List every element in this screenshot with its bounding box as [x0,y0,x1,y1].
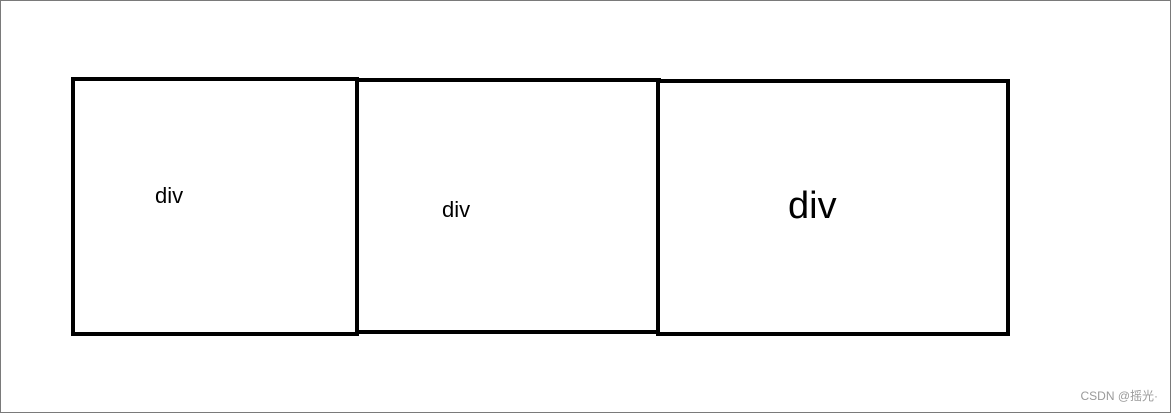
watermark-text: CSDN @摇光· [1080,389,1158,403]
div-box-1-label: div [155,183,184,208]
div-box-3: div [656,79,1010,336]
div-box-2: div [355,78,661,334]
div-box-1: div [71,77,359,336]
div-box-2-label: div [442,197,471,222]
div-box-3-label: div [788,185,837,227]
